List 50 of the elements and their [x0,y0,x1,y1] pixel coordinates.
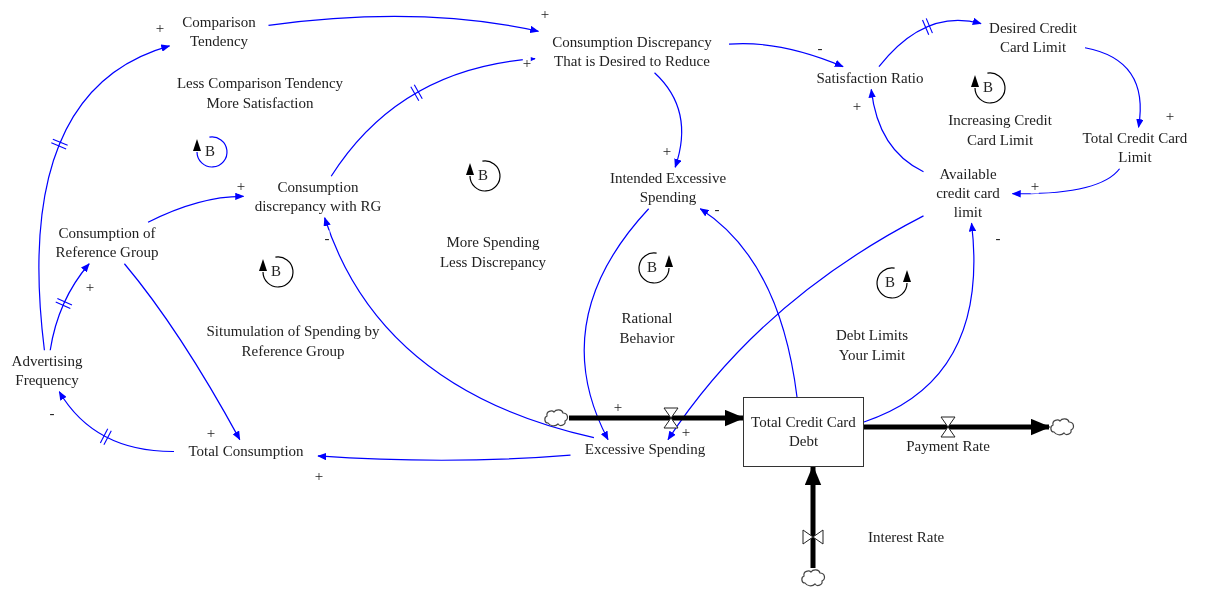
causal-arrow [38,45,171,351]
causal-arrow [330,55,536,177]
loop-name: Increasing Credit Card Limit [947,110,1053,149]
variable-label: Total Consumption [176,441,316,461]
causal-arrow [1084,47,1144,128]
causal-arrow [58,391,175,453]
causal-arrow [267,15,540,34]
causal-arrow [123,263,241,441]
variable-label: Available credit card limit [925,164,1011,222]
loop-name: Rational Behavior [618,308,676,347]
causal-arrow [653,72,683,168]
causal-arrow [878,18,982,68]
flow-pipe [864,418,1051,436]
loop-polarity: B [478,166,488,186]
variable-label: Consumption discrepancy with RG [245,178,391,216]
causal-arrow [583,208,650,441]
causal-arrow [699,208,798,398]
cloud-icon [543,408,569,428]
variable-label: Advertising Frequency [2,352,92,390]
causal-arrow [868,88,925,173]
loop-polarity: B [983,78,993,98]
flow-pipe [804,465,822,568]
variable-label: Desired Credit Card Limit [983,19,1083,57]
variable-label: Consumption of Reference Group [47,224,167,262]
cloud-icon [800,568,826,588]
loop-polarity: B [885,273,895,293]
loop-name: Less Comparison Tendency More Satisfaction [175,73,345,112]
loop-name: Debt Limits Your Limit [834,325,910,364]
causal-arrow [317,452,572,461]
variable-label: Consumption Discrepancy That is Desired to Reduce [537,33,727,71]
causal-arrow [49,263,90,351]
cloud-icon [1049,417,1075,437]
variable-label: Excessive Spending [572,439,718,459]
loop-polarity: B [647,258,657,278]
variable-label: Comparison Tendency [171,13,267,51]
flow-label: Interest Rate [868,529,945,545]
causal-arrow [1011,168,1121,198]
loop-polarity: B [205,142,215,162]
loop-polarity: B [271,262,281,282]
variable-label: Total Credit Card Limit [1075,129,1195,167]
causal-arrow [728,43,844,68]
stock-box: Total Credit Card Debt [743,397,864,467]
variable-label: Satisfaction Ratio [805,68,935,88]
loop-name: Situmulation of Spending by Reference Group [205,321,381,361]
causal-arrow [324,217,595,439]
causal-arrow [667,215,925,441]
flow-pipe [569,409,745,427]
causal-arrow [863,222,976,423]
loop-name: More Spending Less Discrepancy [438,232,548,272]
causal-arrow [147,192,245,223]
